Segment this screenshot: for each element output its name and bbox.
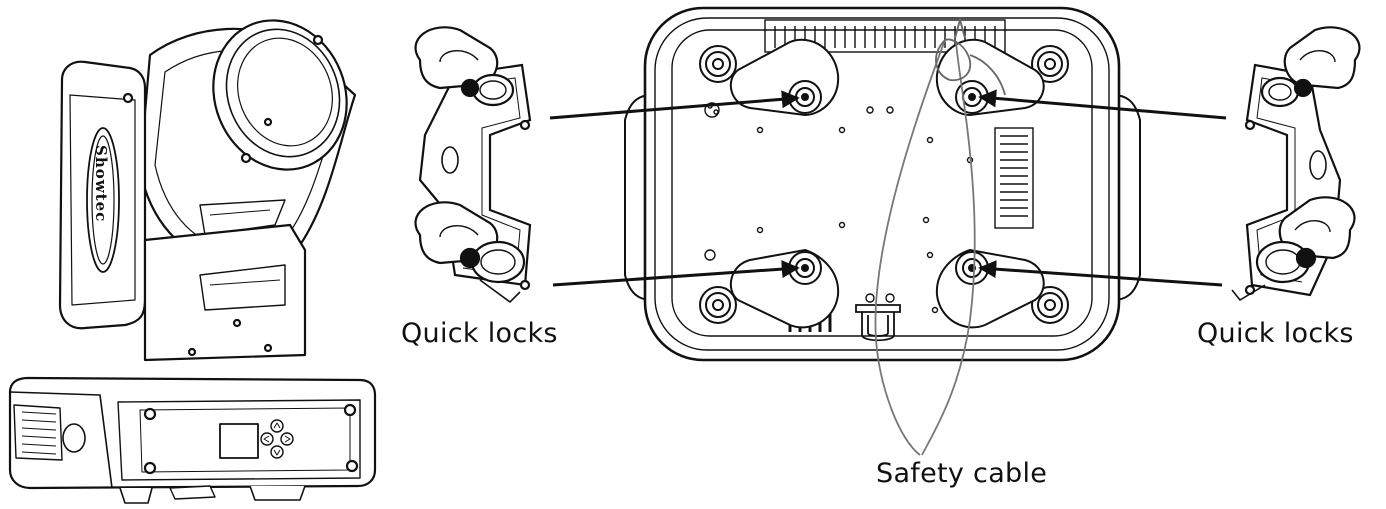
base-bottom-view: [624, 6, 1141, 362]
safety-cable: [874, 16, 1006, 456]
up-arrow-icon: [270, 419, 284, 433]
quick-lock-knob: [1260, 26, 1361, 108]
down-arrow-icon: [270, 445, 284, 459]
safety-cable-label: Safety cable: [876, 458, 1048, 489]
fixture-base: [8, 376, 377, 504]
right-arrow-icon: [280, 432, 294, 446]
control-panel: [260, 419, 294, 459]
vent-grille-side: [994, 127, 1034, 229]
fixture-head: [138, 19, 357, 267]
brand-logo: Showtec: [86, 127, 120, 273]
safety-eyelet: [855, 304, 901, 342]
pointer-arrows: [549, 89, 1227, 287]
arrow-quick-lock-top-left: [549, 90, 800, 120]
quick-lock-knob: [414, 201, 526, 304]
moving-head-fixture: Showtec: [8, 19, 377, 504]
quick-locks-label-right: Quick locks: [1197, 318, 1354, 349]
left-arrow-icon: [260, 432, 274, 446]
quick-locks-label-left: Quick locks: [401, 318, 558, 349]
fixture-yoke: [58, 60, 307, 362]
svg-text:Showtec: Showtec: [92, 145, 110, 222]
arrow-quick-lock-bottom-right: [978, 260, 1223, 287]
quick-lock-knob: [1231, 196, 1356, 302]
arrow-quick-lock-bottom-left: [552, 260, 800, 287]
arrow-quick-lock-top-right: [978, 89, 1227, 120]
rubber-foot: [699, 45, 1069, 324]
left-clamp-assembly: [414, 26, 532, 304]
right-clamp-assembly: [1231, 26, 1361, 302]
quick-lock-knob: [414, 26, 515, 107]
display-screen: [219, 423, 259, 459]
vent-grille-top: [764, 19, 1006, 53]
